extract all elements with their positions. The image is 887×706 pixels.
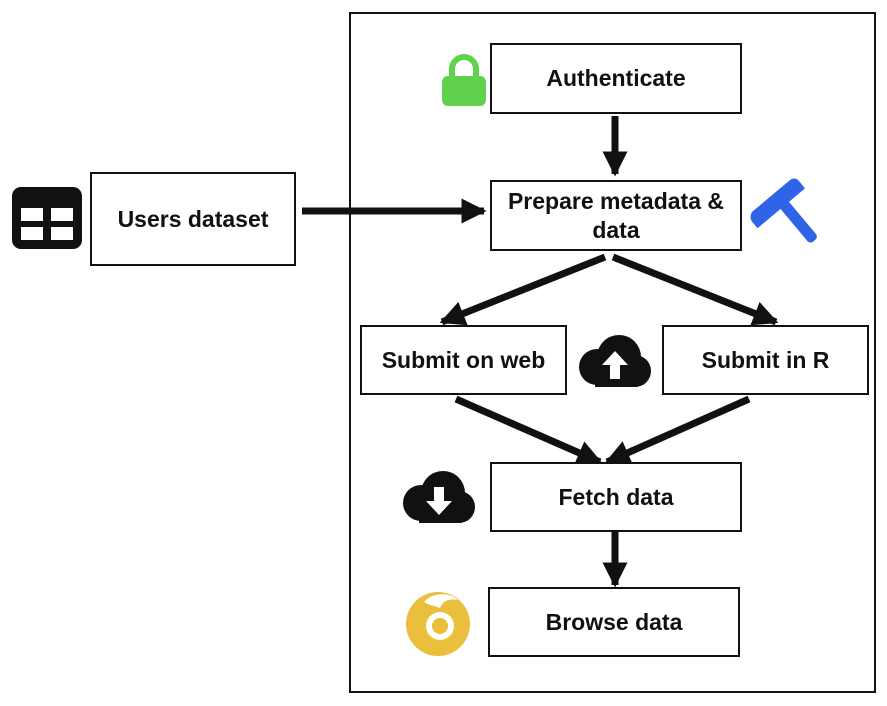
cloud-download-icon (403, 471, 475, 523)
arrow-prepare-to-submit-web (439, 253, 607, 326)
node-prepare-metadata-data: Prepare metadata & data (490, 180, 742, 251)
node-browse-data: Browse data (488, 587, 740, 657)
arrow-submit-r-to-fetch (604, 395, 751, 466)
hammer-icon (750, 178, 817, 243)
table-icon (12, 187, 82, 249)
node-submit-in-r: Submit in R (662, 325, 869, 395)
node-fetch-data: Fetch data (490, 462, 742, 532)
arrow-prepare-to-submit-r (611, 253, 779, 326)
browser-icon (406, 592, 470, 656)
node-users-dataset: Users dataset (90, 172, 296, 266)
lock-icon (442, 54, 486, 106)
node-authenticate: Authenticate (490, 43, 742, 114)
cloud-upload-icon (579, 335, 651, 387)
workflow-frame (349, 12, 876, 693)
node-submit-on-web: Submit on web (360, 325, 567, 395)
arrow-submit-web-to-fetch (454, 395, 603, 466)
